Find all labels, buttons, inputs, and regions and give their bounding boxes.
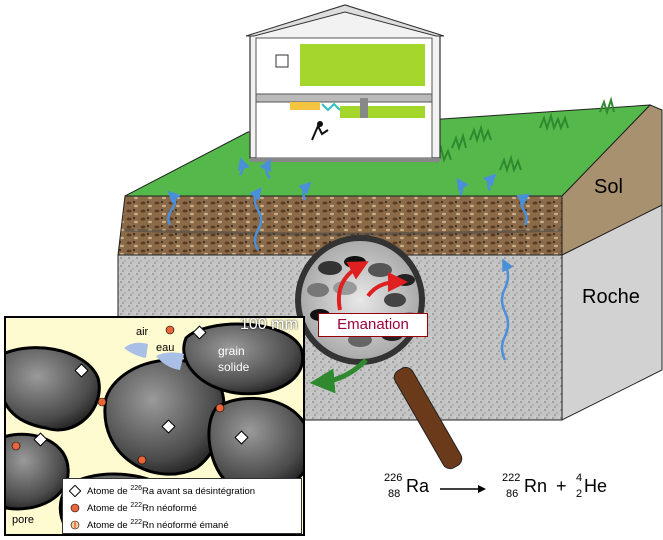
decay-equation: 226 88 Ra 222 86 Rn + 4 2 He [384,472,654,512]
soil-layer [117,104,663,256]
legend: Atome de 226Ra avant sa désintégration A… [62,478,302,534]
product1-atomic: 86 [506,488,519,500]
grain-label-line1: grain [218,344,245,358]
radon-arrows [167,157,531,361]
orange-circle-icon [70,503,80,513]
soil-label: Sol [594,176,623,198]
reactant-atomic: 88 [388,488,401,500]
air-label: air [136,326,149,338]
radon-arrow [483,173,497,191]
scale-label: 100 mm [240,316,298,333]
plus-sign: + [556,476,567,496]
radon-arrow [249,186,263,251]
radon-arrow [298,181,312,201]
reactant-symbol: Ra [406,476,430,496]
radon-arrow [259,158,271,179]
emanation-label: Emanation [318,313,428,337]
grain-label-line2: solide [218,360,250,374]
split-circle-icon [70,520,80,530]
radon-arrow [167,190,181,226]
product1-mass: 222 [502,472,521,484]
radon-arrow [500,258,514,361]
radium-atoms [33,325,249,447]
radon-arrow [456,177,469,196]
house-cutaway [245,4,445,162]
rock-label: Roche [582,286,640,308]
product1-symbol: Rn [524,476,548,496]
product2-atomic: 2 [576,488,583,500]
product2-mass: 4 [576,472,583,484]
water-label: eau [156,342,175,354]
product2-symbol: He [584,476,608,496]
diamond-icon [69,485,81,497]
pore-label: pore [12,514,35,526]
radon-arrow [516,193,531,226]
radon-arrow [238,157,250,176]
radon-atoms [11,325,225,465]
reactant-mass: 226 [384,472,403,484]
reaction-arrowhead [478,485,486,493]
